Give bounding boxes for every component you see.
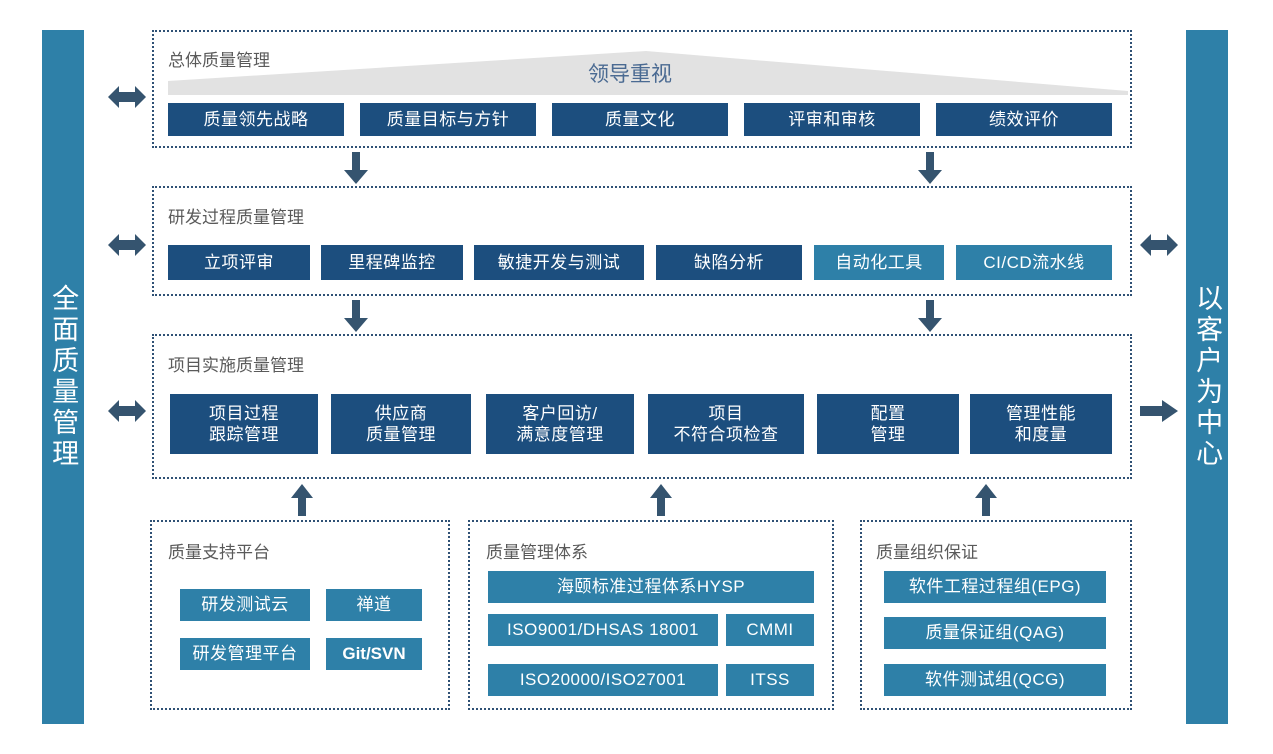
chip-review-and-audit[interactable]: 评审和审核: [744, 103, 920, 136]
chip-qag-group[interactable]: 质量保证组(QAG): [884, 617, 1106, 649]
up-arrow-org-to-project-icon: [975, 484, 997, 516]
panel-quality-management-system-title: 质量管理体系: [486, 543, 588, 562]
chip-configuration-management[interactable]: 配置 管理: [817, 394, 959, 454]
panel-quality-support-platform-title: 质量支持平台: [168, 543, 270, 562]
customer-centric-pillar: 以客户为中心: [1186, 30, 1228, 724]
panel-quality-organization-assurance-title: 质量组织保证: [876, 543, 978, 562]
chip-iso20000-iso27001[interactable]: ISO20000/ISO27001: [488, 664, 718, 696]
right-double-arrow-row2-icon: [1140, 232, 1178, 258]
chip-itss[interactable]: ITSS: [726, 664, 814, 696]
total-quality-management-pillar-label: 全面质量管理: [48, 284, 79, 470]
chip-quality-culture[interactable]: 质量文化: [552, 103, 728, 136]
chip-cicd-pipeline[interactable]: CI/CD流水线: [956, 245, 1112, 280]
right-arrow-row3-icon: [1140, 400, 1178, 422]
chip-project-process-tracking[interactable]: 项目过程 跟踪管理: [170, 394, 318, 454]
chip-agile-dev-and-test[interactable]: 敏捷开发与测试: [474, 245, 644, 280]
down-arrow-overall-to-rnd-left-icon: [344, 152, 368, 184]
panel-quality-management-system: [468, 520, 834, 710]
total-quality-management-pillar: 全面质量管理: [42, 30, 84, 724]
panel-quality-support-platform: [150, 520, 450, 710]
down-arrow-overall-to-rnd-right-icon: [918, 152, 942, 184]
chip-project-initiation-review[interactable]: 立项评审: [168, 245, 310, 280]
chip-zentao[interactable]: 禅道: [326, 589, 422, 621]
chip-project-nonconformity-check[interactable]: 项目 不符合项检查: [648, 394, 804, 454]
chip-customer-visit-satisfaction[interactable]: 客户回访/ 满意度管理: [486, 394, 634, 454]
chip-qcg-group[interactable]: 软件测试组(QCG): [884, 664, 1106, 696]
panel-rnd-process-quality-management: [152, 186, 1132, 296]
chip-hysp-standard-process-system[interactable]: 海颐标准过程体系HYSP: [488, 571, 814, 603]
up-arrow-support-to-project-icon: [291, 484, 313, 516]
chip-supplier-quality-management[interactable]: 供应商 质量管理: [331, 394, 471, 454]
chip-rnd-management-platform[interactable]: 研发管理平台: [180, 638, 310, 670]
left-double-arrow-row2-icon: [108, 232, 146, 258]
chip-cmmi[interactable]: CMMI: [726, 614, 814, 646]
leadership-banner-shape: [168, 51, 1128, 95]
down-arrow-rnd-to-project-right-icon: [918, 300, 942, 332]
chip-epg-group[interactable]: 软件工程过程组(EPG): [884, 571, 1106, 603]
customer-centric-pillar-label: 以客户为中心: [1192, 284, 1223, 470]
panel-project-implementation-quality-management: [152, 334, 1132, 479]
chip-git-svn[interactable]: Git/SVN: [326, 638, 422, 670]
panel-overall-quality-management-title: 总体质量管理: [168, 51, 270, 70]
chip-defect-analysis[interactable]: 缺陷分析: [656, 245, 802, 280]
left-double-arrow-row3-icon: [108, 398, 146, 424]
chip-performance-evaluation[interactable]: 绩效评价: [936, 103, 1112, 136]
chip-iso9001-dhsas18001[interactable]: ISO9001/DHSAS 18001: [488, 614, 718, 646]
chip-management-performance-measurement[interactable]: 管理性能 和度量: [970, 394, 1112, 454]
panel-overall-quality-management: [152, 30, 1132, 148]
chip-quality-leading-strategy[interactable]: 质量领先战略: [168, 103, 344, 136]
panel-quality-organization-assurance: [860, 520, 1132, 710]
leadership-banner-label: 领导重视: [588, 63, 672, 86]
down-arrow-rnd-to-project-left-icon: [344, 300, 368, 332]
left-double-arrow-row1-icon: [108, 84, 146, 110]
panel-rnd-process-quality-management-title: 研发过程质量管理: [168, 208, 304, 227]
panel-project-implementation-quality-management-title: 项目实施质量管理: [168, 356, 304, 375]
chip-automation-tools[interactable]: 自动化工具: [814, 245, 944, 280]
chip-milestone-monitoring[interactable]: 里程碑监控: [321, 245, 463, 280]
chip-rnd-test-cloud[interactable]: 研发测试云: [180, 589, 310, 621]
chip-quality-objectives-policy[interactable]: 质量目标与方针: [360, 103, 536, 136]
up-arrow-system-to-project-icon: [650, 484, 672, 516]
